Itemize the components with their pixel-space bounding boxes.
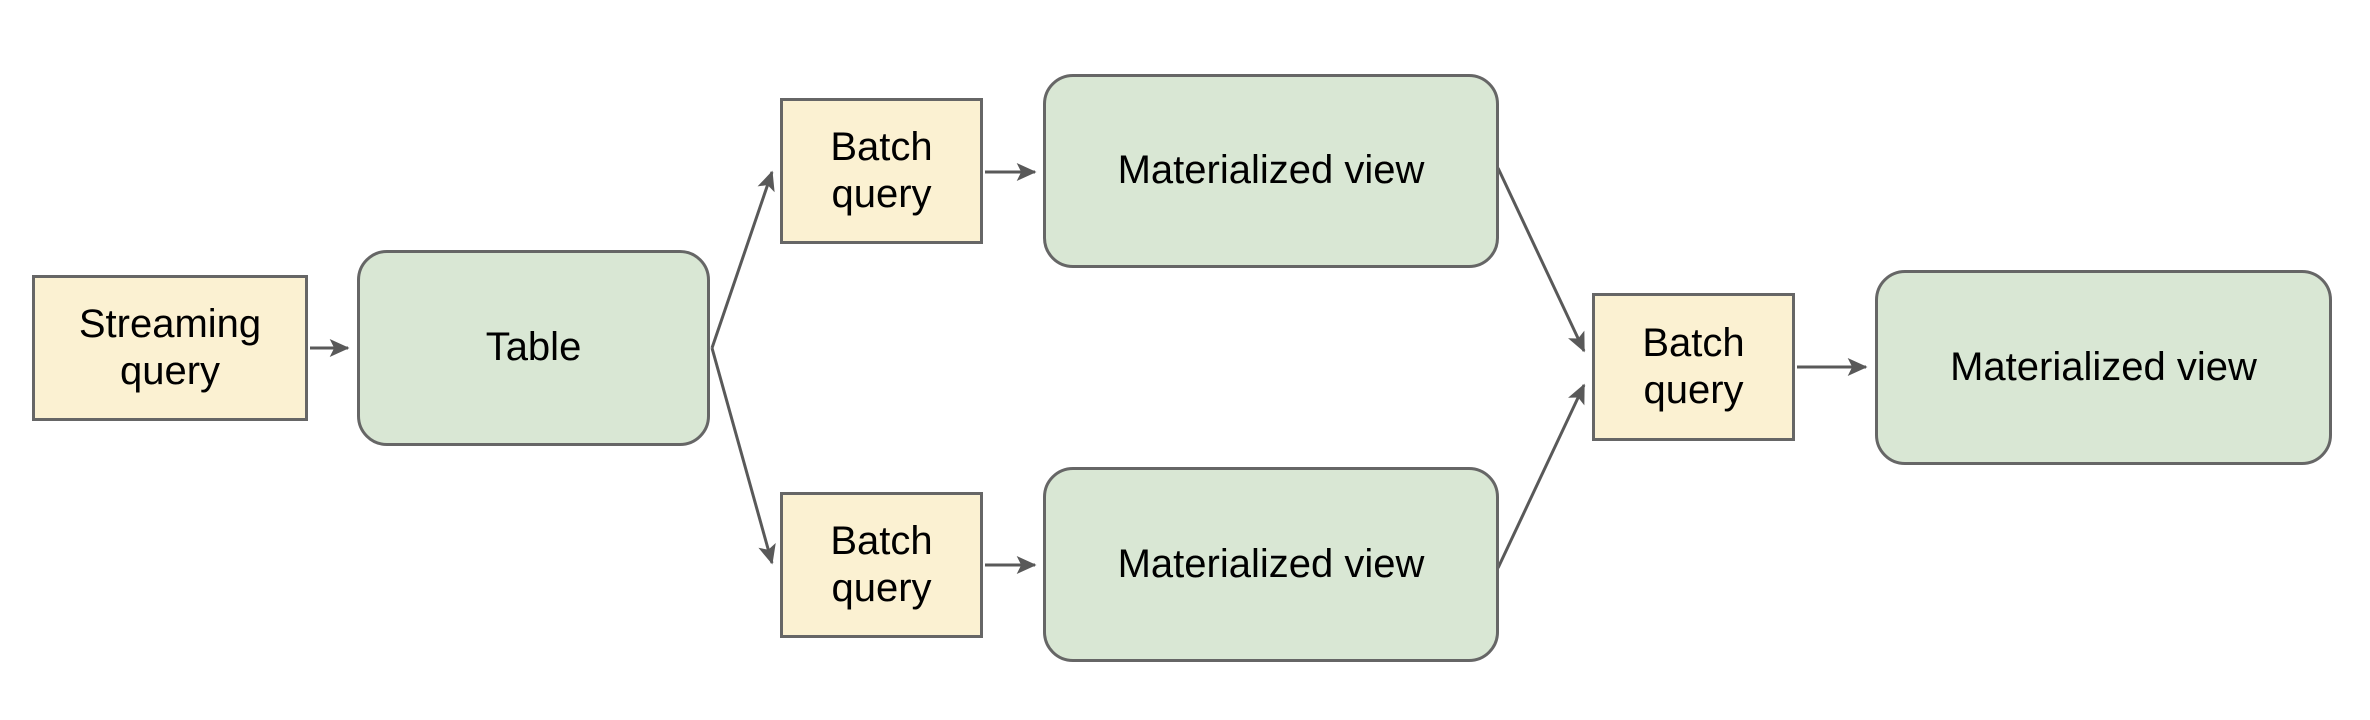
node-materialized-view-top[interactable]: Materialized view <box>1043 74 1499 268</box>
node-label-materialized-view-top: Materialized view <box>1117 148 1425 193</box>
node-table[interactable]: Table <box>357 250 710 446</box>
node-label-streaming-query: Streaming query <box>78 301 262 393</box>
node-batch-query-top[interactable]: Batch query <box>780 98 983 244</box>
edge-group <box>310 162 1868 574</box>
edge-table-to-batch-bottom[interactable] <box>710 347 776 565</box>
node-label-batch-query-join: Batch query <box>1642 320 1745 412</box>
node-batch-query-bottom[interactable]: Batch query <box>780 492 983 638</box>
edge-table-to-batch-top[interactable] <box>710 170 775 349</box>
node-label-table: Table <box>485 325 582 370</box>
edge-mv-bottom-to-batch-join[interactable] <box>1496 383 1586 569</box>
node-materialized-view-bottom[interactable]: Materialized view <box>1043 467 1499 662</box>
node-materialized-view-final[interactable]: Materialized view <box>1875 270 2332 465</box>
node-label-materialized-view-bottom: Materialized view <box>1117 541 1425 586</box>
node-label-batch-query-top: Batch query <box>830 124 933 216</box>
node-streaming-query[interactable]: Streaming query <box>32 275 308 421</box>
node-label-materialized-view-final: Materialized view <box>1950 344 2257 389</box>
node-label-batch-query-bottom: Batch query <box>830 518 933 610</box>
edge-mv-top-to-batch-join[interactable] <box>1496 167 1586 353</box>
node-batch-query-join[interactable]: Batch query <box>1592 293 1795 441</box>
